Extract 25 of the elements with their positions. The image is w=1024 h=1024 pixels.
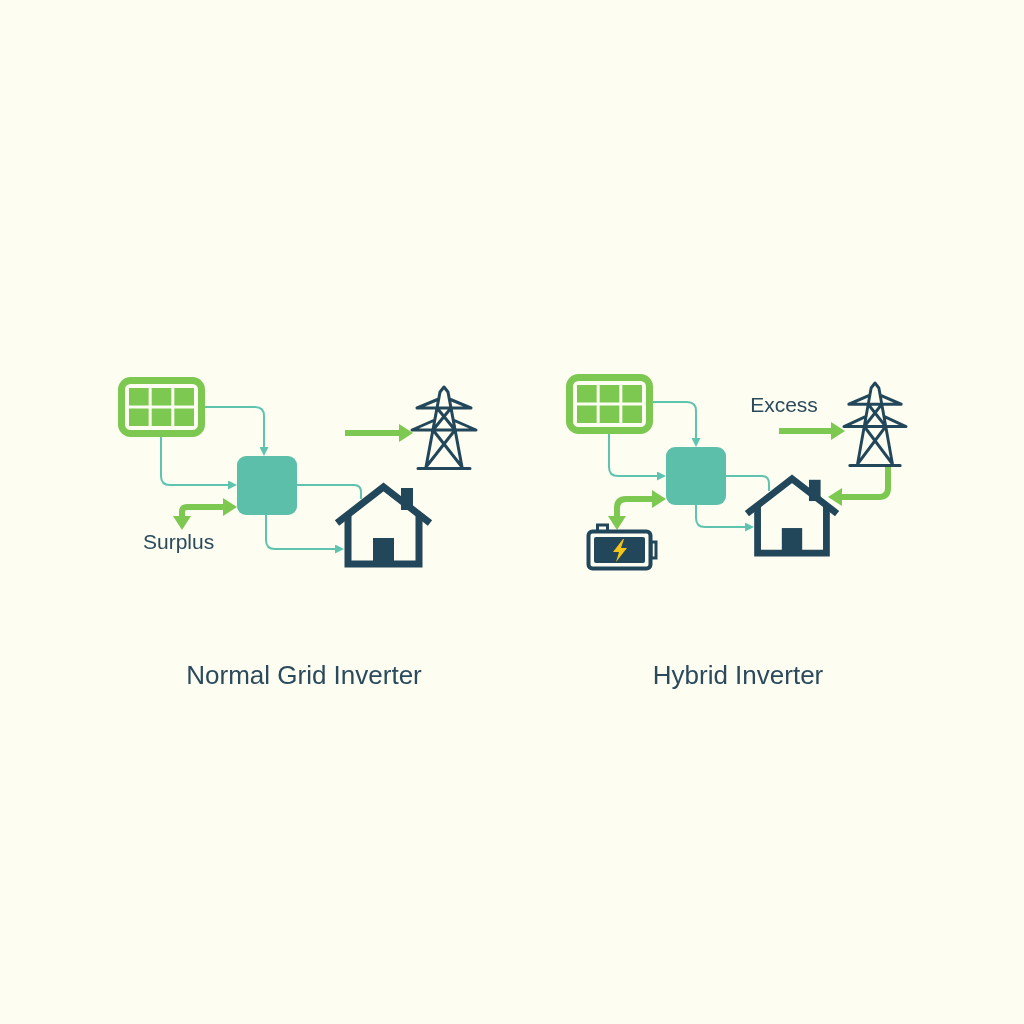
arrow [695,504,754,532]
double-arrow [608,490,666,530]
arrow [608,433,666,481]
arrow [160,436,237,490]
battery-icon [586,523,658,571]
panel-caption: Normal Grid Inverter [186,661,422,691]
panel-caption: Hybrid Inverter [652,661,824,691]
house-icon [334,482,433,568]
solar-panel-icon [118,377,205,437]
arrow [652,401,701,447]
transmission-tower-icon [843,382,907,468]
node-label: Surplus [143,530,215,555]
arrow [204,406,269,456]
arrow [779,422,845,440]
inverter-box [666,447,726,505]
connector-line [725,475,770,492]
connector-line [296,484,362,500]
house-icon [744,474,840,557]
solar-panel-icon [566,374,653,434]
arrow [265,514,344,554]
arrow [345,424,413,442]
transmission-tower-icon [411,386,477,471]
arrow [828,466,891,506]
double-arrow [173,498,237,530]
inverter-box [237,456,297,515]
